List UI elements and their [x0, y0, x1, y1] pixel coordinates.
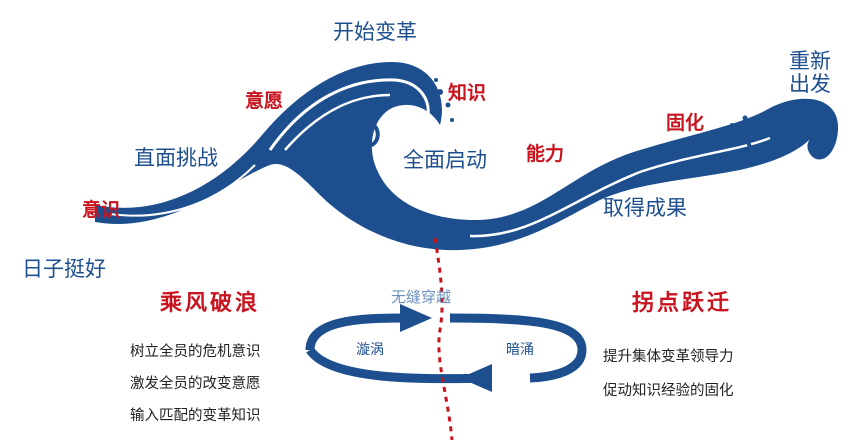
label-knowledge: 知识 [448, 82, 487, 104]
crest-line [268, 78, 430, 151]
right-panel-title: 拐点跃迁 [632, 290, 733, 316]
label-restart: 重新 出发 [789, 49, 831, 97]
wave-curl-right [746, 111, 802, 152]
cycle-arrow-bottom [306, 347, 491, 384]
right-panel-item: 促动知识经验的固化 [603, 383, 734, 399]
label-good-days: 日子挺好 [22, 257, 106, 281]
spray-dots [434, 78, 748, 127]
dashed-divider [433, 237, 454, 440]
label-achieve-results: 取得成果 [603, 196, 687, 220]
crest-line [284, 93, 391, 151]
left-panel-item: 输入匹配的变革知识 [130, 408, 261, 424]
label-consolidate: 固化 [666, 112, 705, 134]
label-will: 意愿 [245, 90, 284, 112]
arrowhead-left [460, 364, 492, 392]
cycle-arrow-top [305, 313, 406, 351]
right-panel-item: 提升集体变革领导力 [603, 349, 734, 365]
label-ability: 能力 [526, 143, 565, 165]
left-panel-item: 树立全员的危机意识 [130, 344, 261, 360]
left-panel-title: 乘风破浪 [160, 290, 261, 316]
label-full-launch: 全面启动 [403, 148, 487, 172]
crest-line [109, 164, 256, 217]
wave-curl-left [324, 119, 380, 167]
label-face-challenge: 直面挑战 [134, 146, 218, 170]
main-wave-band [95, 62, 839, 251]
arrowhead-right [400, 304, 432, 332]
crest-line [469, 136, 771, 238]
label-seamless: 无缝穿越 [391, 288, 452, 306]
left-panel-item: 激发全员的改变意愿 [130, 376, 261, 392]
label-awareness: 意识 [82, 199, 121, 221]
label-start-change: 开始变革 [333, 20, 417, 44]
label-undercurrent: 暗涌 [506, 342, 534, 358]
cycle-arrow-top-right [449, 313, 587, 383]
label-vortex: 漩涡 [356, 342, 384, 358]
